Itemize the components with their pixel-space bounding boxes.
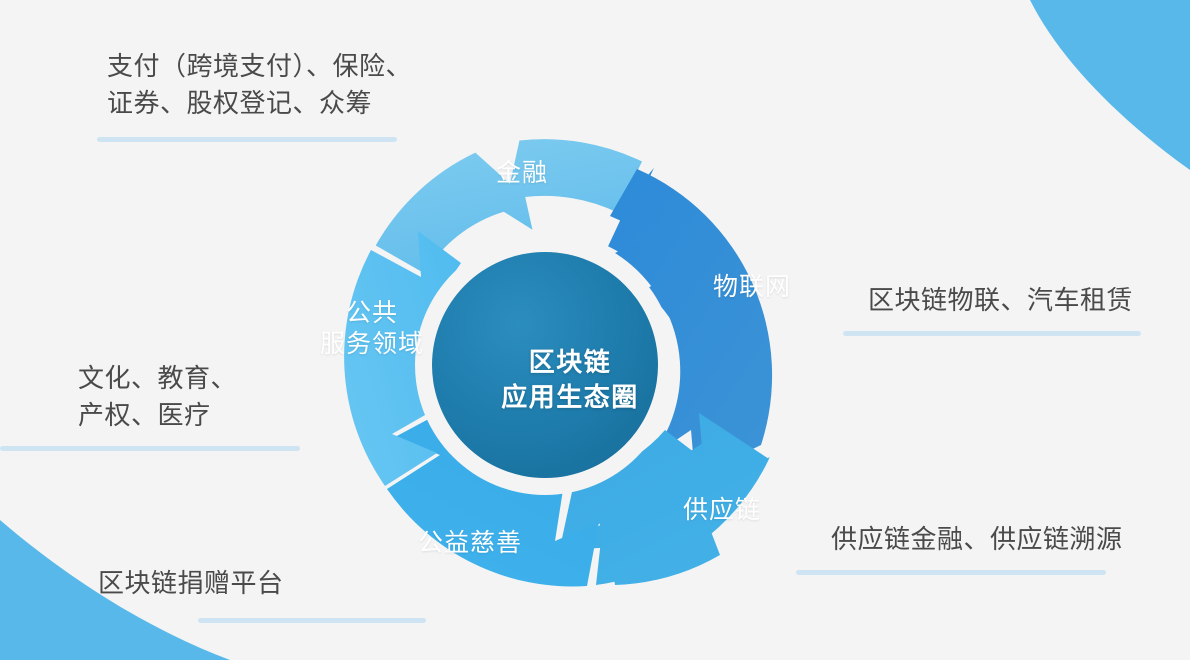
callout-iot-text: 区块链物联、汽车租赁 — [868, 285, 1134, 315]
segment-finance[interactable] — [375, 139, 642, 274]
callout-public-service: 文化、教育、 产权、医疗 — [0, 360, 408, 451]
ecosystem-ring — [265, 85, 825, 645]
callout-supply-chain: 供应链金融、供应链溯源 — [796, 521, 1181, 575]
callout-iot-underline — [843, 330, 1141, 336]
callout-finance: 支付（跨境支付）、保险、 证券、股权登记、众筹 — [97, 48, 487, 142]
corner-wedge-left-mid — [0, 430, 60, 490]
center-hub — [432, 252, 658, 478]
callout-supply-chain-text: 供应链金融、供应链溯源 — [831, 524, 1123, 554]
segment-supply-chain-body[interactable] — [561, 413, 769, 585]
callout-supply-chain-underline — [796, 569, 1106, 575]
callout-finance-underline — [97, 136, 397, 142]
callout-charity-text: 区块链捐赠平台 — [98, 568, 284, 598]
callout-public-service-underline — [0, 445, 300, 451]
callout-charity: 区块链捐赠平台 — [98, 565, 438, 623]
ring-svg — [344, 139, 773, 587]
callout-public-service-text: 文化、教育、 产权、医疗 — [78, 363, 238, 430]
segment-charity[interactable] — [387, 407, 599, 587]
segment-iot-body[interactable] — [610, 169, 773, 477]
segment-public-service[interactable] — [344, 231, 461, 486]
callout-iot: 区块链物联、汽车租赁 — [843, 282, 1178, 336]
callout-finance-text: 支付（跨境支付）、保险、 证券、股权登记、众筹 — [107, 51, 413, 118]
corner-wedge-top-right — [1030, 0, 1190, 170]
callout-charity-underline — [198, 617, 426, 623]
